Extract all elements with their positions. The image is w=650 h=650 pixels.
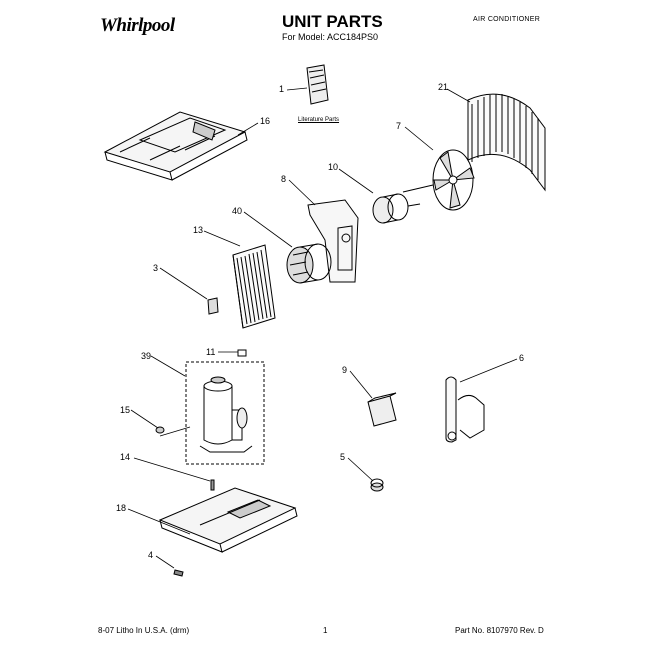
page-number: 1 [323,626,328,635]
base-pan-part [158,487,298,553]
model-number: For Model: ACC184PS0 [282,32,379,42]
mounting-bracket-part [207,297,219,315]
callout-5: 5 [340,452,346,462]
fan-blade-part [402,149,475,211]
grommet-part [155,426,165,434]
motor-bracket-part [307,199,359,283]
callout-13: 13 [193,225,204,235]
callout-8: 8 [281,174,287,184]
callout-15: 15 [120,405,131,415]
literature-parts-link[interactable]: Literature Parts [298,117,340,123]
document-part-number: Part No. 8107970 Rev. D [455,626,544,635]
rubber-grommet-part [370,478,384,492]
callout-16: 16 [260,116,271,126]
callout-18: 18 [116,503,127,513]
callout-4: 4 [148,550,154,560]
condenser-coil-part [467,93,546,192]
callout-9: 9 [342,365,348,375]
base-screw-part [173,569,184,577]
compressor-assembly-part [185,361,265,465]
callout-leader-lines [127,87,518,569]
evaporator-coil-part [232,244,276,329]
callout-39: 39 [141,351,152,361]
callout-14: 14 [120,452,131,462]
print-info: 8-07 Litho In U.S.A. (drm) [98,626,190,635]
capacitor-part [367,392,397,427]
terminal-cover-part [237,349,247,357]
blower-wheel-part [286,243,332,284]
literature-parts-booklet [306,64,329,105]
screw-part [210,479,215,491]
top-cover-part [103,111,248,181]
product-category: AIR CONDITIONER [473,16,541,23]
fan-motor-part [372,193,421,224]
callout-7: 7 [396,121,402,131]
callout-10: 10 [328,162,339,172]
page-title: UNIT PARTS [282,12,383,31]
callout-21: 21 [438,82,449,92]
callout-11: 11 [206,347,216,357]
callout-1: 1 [279,84,285,94]
callout-6: 6 [519,353,525,363]
callout-3: 3 [153,263,159,273]
callout-40: 40 [232,206,243,216]
heater-tube-part [445,376,485,443]
brand-logo: Whirlpool [100,15,175,36]
